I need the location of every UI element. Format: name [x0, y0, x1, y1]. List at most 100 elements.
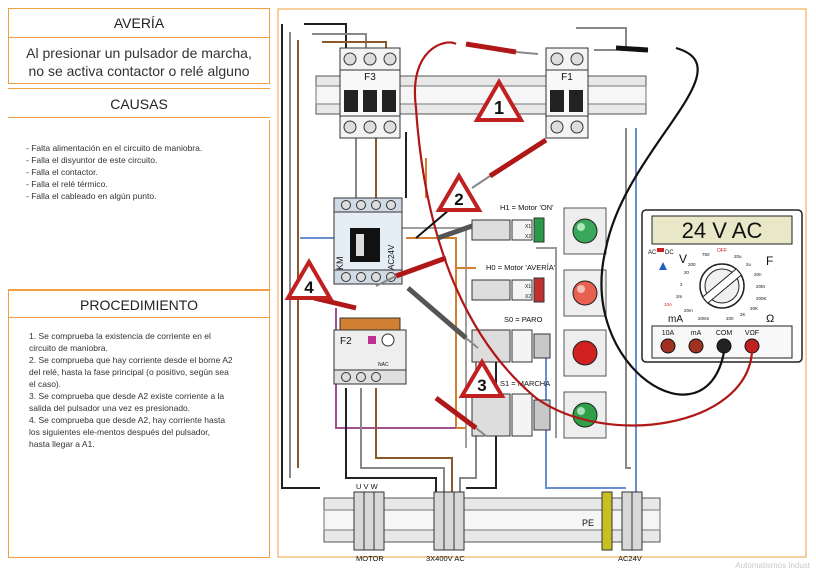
step-marker-4: 4 — [284, 258, 334, 300]
supply-label: 3X400V AC — [426, 554, 465, 563]
dial-label: 20 — [684, 270, 690, 275]
procedimiento-line: hasta llegar a A1. — [29, 439, 95, 449]
step-1-number: 1 — [494, 98, 504, 118]
causa-item: - Falla el cableado en algún punto. — [26, 191, 157, 201]
arrow-up-icon — [659, 262, 667, 270]
procedimiento-line: del relé, hasta la fase principal (o pos… — [29, 367, 229, 377]
dial-label: 200m — [698, 316, 710, 321]
meter-ma-label: mA — [668, 314, 683, 325]
h1-label: H1 = Motor 'ON' — [500, 203, 554, 212]
dial-label: 200 — [688, 262, 696, 267]
meter-display: 24 V AC — [682, 218, 763, 243]
procedimiento-line: 3. Se comprueba que desde A2 existe corr… — [29, 391, 225, 401]
h0-label: H0 = Motor 'AVERÍA' — [486, 263, 556, 272]
dial-label: 2 — [680, 282, 683, 287]
procedimiento-line: 1. Se comprueba la existencia de corrien… — [29, 331, 211, 341]
h0-x1-label: X1 — [525, 284, 531, 290]
procedimiento-title: PROCEDIMIENTO — [80, 297, 198, 313]
meter-v-label: V — [679, 252, 687, 266]
step-2-number: 2 — [454, 190, 463, 209]
jack-label-10a: 10A — [662, 330, 675, 337]
averia-box: AVERÍA Al presionar un pulsador de march… — [8, 8, 270, 84]
f1-label: F1 — [561, 72, 573, 83]
causa-item: - Falta alimentación en el circuito de m… — [26, 143, 203, 153]
dial-label: 2u — [746, 262, 752, 267]
meter-omega-label: Ω — [766, 313, 774, 325]
dial-label: 20m — [684, 308, 693, 313]
thermal-relay-f2: F2 NAC — [333, 317, 407, 385]
procedimiento-line: el caso). — [29, 379, 62, 389]
causas-header: CAUSAS — [8, 88, 270, 118]
red-probe-lead — [413, 41, 754, 427]
dial-label: 750 — [702, 252, 710, 257]
s0-label: S0 = PARO — [504, 315, 543, 324]
left-panel: AVERÍA Al presionar un pulsador de march… — [8, 8, 270, 558]
black-probe-lead — [600, 46, 726, 396]
s1-label: S1 = MARCHA — [500, 379, 550, 388]
diagram-frame — [277, 8, 807, 558]
dial-label: 20M — [756, 284, 765, 289]
meter-dc-label: DC — [665, 250, 674, 256]
procedimiento-line: 4. Se comprueba que desde A2, hay corrie… — [29, 415, 226, 425]
dial-label: 2K — [740, 312, 746, 317]
averia-title: AVERÍA — [9, 9, 269, 38]
jack-ma — [688, 338, 704, 354]
h1-x2-label: X2 — [525, 234, 531, 240]
jack-vohm — [744, 338, 760, 354]
dial-label: 20u — [734, 254, 742, 259]
pilot-lamps-and-buttons: H1 = Motor 'ON' H0 = Motor 'AVERÍA' S0 =… — [471, 203, 607, 439]
dial-label: 200 — [726, 316, 734, 321]
procedimiento-list: 1. Se comprueba la existencia de corrien… — [9, 318, 269, 450]
averia-text-line-1: Al presionar un pulsador de marcha, — [26, 45, 252, 61]
f3-label: F3 — [364, 72, 376, 83]
step-3-number: 3 — [477, 376, 486, 395]
procedimiento-line: salida del pulsador una vez es presionad… — [29, 403, 191, 413]
dial-label: 200K — [756, 296, 767, 301]
f2-label: F2 — [340, 336, 352, 347]
meter-ac-label: AC — [648, 250, 657, 256]
jack-label-com: COM — [716, 330, 733, 337]
motor-label: MOTOR — [356, 554, 384, 563]
terminal-blocks: U V W MOTOR 3X400V AC PE AC24V — [353, 482, 643, 563]
multimeter: 24 V AC AC DC V F mA Ω OFF 200 20 2 750 … — [641, 209, 803, 363]
h1-x1-label: X1 — [525, 224, 531, 230]
causa-item: - Falla el contactor. — [26, 167, 98, 177]
step-4-number: 4 — [304, 278, 314, 297]
dial-label: 2m — [676, 294, 683, 299]
procedimiento-line: circuito de maniobra. — [29, 343, 108, 353]
probe-leads — [313, 41, 754, 437]
watermark: Automatismos Indust — [735, 561, 810, 570]
jack-label-ma: mA — [691, 330, 702, 337]
causa-item: - Falla el disyuntor de este circuito. — [26, 155, 158, 165]
procedimiento-line: los siguientes ele-mentos después del pu… — [29, 427, 210, 437]
causas-list: - Falta alimentación en el circuito de m… — [8, 120, 269, 202]
ac-dc-switch — [657, 248, 664, 252]
ac24-label: AC24V — [387, 244, 396, 270]
pe-label: PE — [582, 518, 594, 528]
breaker-f1: F1 — [545, 47, 589, 139]
wiring-diagram: F3 F1 KM AC24V F2 — [277, 8, 807, 563]
causas-box: - Falta alimentación en el circuito de m… — [8, 120, 270, 290]
control-wiring — [281, 23, 637, 498]
jack-com — [716, 338, 732, 354]
dial-label: 20n — [754, 272, 762, 277]
contactor-km: KM AC24V — [333, 197, 403, 285]
ac24-bottom-label: AC24V — [618, 554, 642, 563]
km-label: KM — [335, 257, 345, 271]
procedimiento-line: 2. Se comprueba que hay corriente desde … — [29, 355, 233, 365]
step-marker-2: 2 — [435, 172, 483, 212]
step-marker-3: 3 — [458, 358, 506, 398]
breaker-f3: F3 — [339, 47, 401, 139]
uvw-label: U V W — [356, 482, 379, 491]
dial-label: 20K — [750, 306, 758, 311]
meter-off-label: OFF — [717, 248, 727, 254]
procedimiento-box: 1. Se comprueba la existencia de corrien… — [8, 318, 270, 558]
causas-title: CAUSAS — [110, 96, 168, 112]
causa-item: - Falla el relé térmico. — [26, 179, 108, 189]
averia-text-line-2: no se activa contactor o relé alguno — [28, 63, 250, 79]
dial-label: 10A — [664, 302, 672, 307]
meter-f-label: F — [766, 254, 773, 268]
jack-10a — [660, 338, 676, 354]
meter-display-box — [651, 215, 793, 245]
step-marker-1: 1 — [473, 78, 525, 122]
